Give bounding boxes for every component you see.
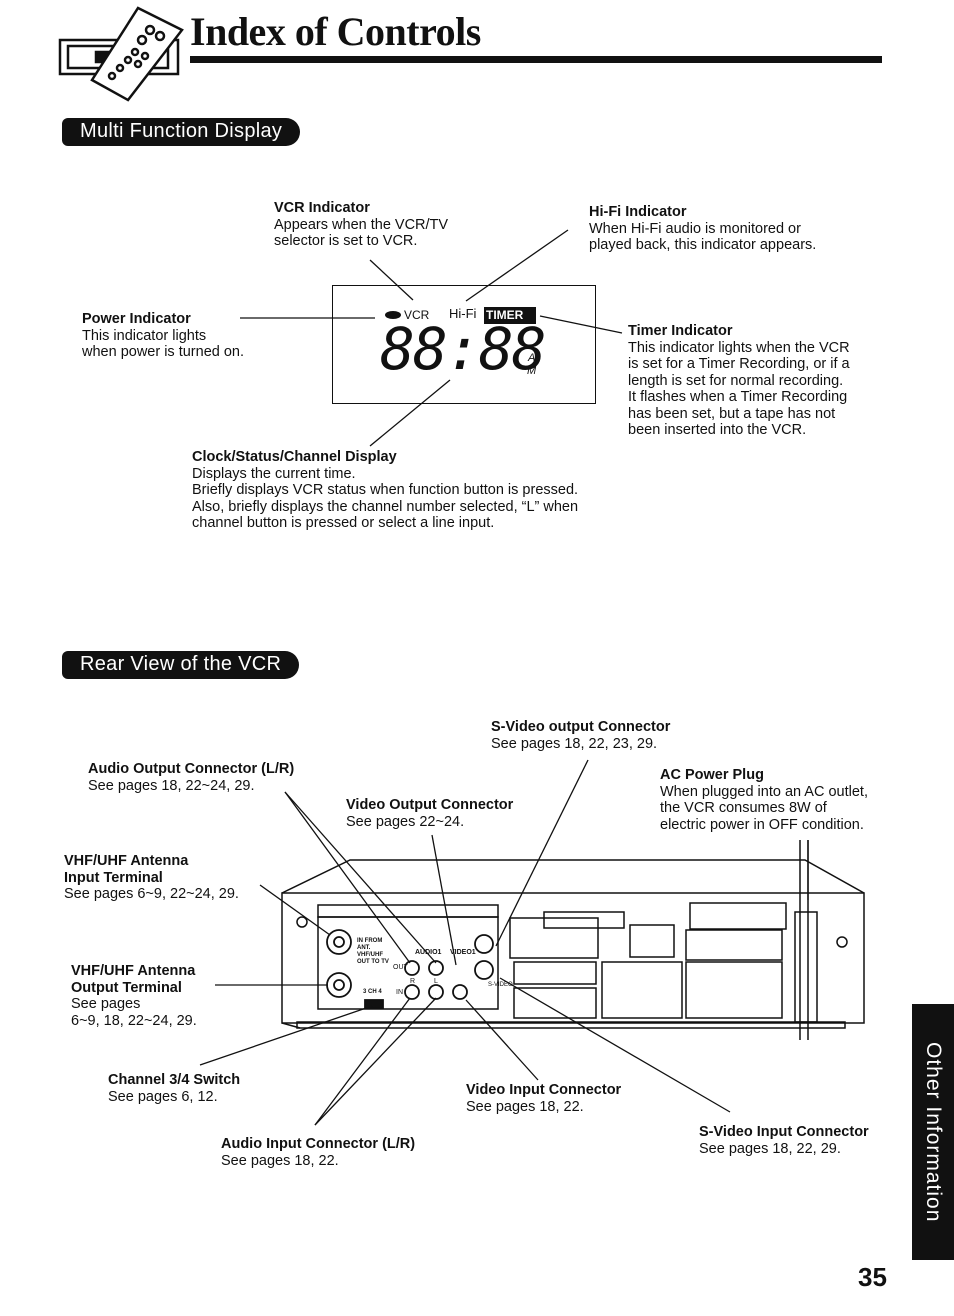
- label-line: when power is turned on.: [82, 344, 245, 360]
- label-title: Input Terminal: [64, 869, 163, 886]
- label-line: played back, this indicator appears.: [589, 237, 817, 253]
- label-line: See pages 18, 22~24, 29.: [88, 777, 255, 794]
- label-title: VHF/UHF Antenna: [64, 853, 189, 869]
- label-line: This indicator lights when the VCR: [628, 339, 850, 356]
- label-title: Channel 3/4 Switch: [108, 1072, 241, 1088]
- label-svideo-in: S-Video Input Connector See pages 18, 22…: [699, 1124, 869, 1157]
- lcd-pm: M: [527, 365, 537, 377]
- panel-ch-text: 3 CH 4: [363, 989, 382, 995]
- label-channel-switch: Channel 3/4 Switch See pages 6, 12.: [108, 1072, 240, 1105]
- remote-control-icon: [58, 6, 184, 102]
- label-line: length is set for normal recording.: [628, 372, 844, 389]
- label-audio-in: Audio Input Connector (L/R) See pages 18…: [221, 1136, 415, 1169]
- label-video-in: Video Input Connector See pages 18, 22.: [466, 1082, 621, 1115]
- lcd-digits: 88:88: [380, 315, 547, 383]
- label-audio-out: Audio Output Connector (L/R) See pages 1…: [88, 761, 294, 794]
- label-line: See pages 22~24.: [346, 813, 465, 830]
- panel-l-text: L: [434, 978, 438, 985]
- label-line: See pages 18, 22, 29.: [699, 1140, 841, 1157]
- label-title: Video Output Connector: [346, 797, 514, 813]
- label-title: Audio Output Connector (L/R): [88, 761, 295, 777]
- section-heading-multi-function: Multi Function Display: [62, 118, 301, 146]
- label-line: is set for a Timer Recording, or if a: [628, 356, 850, 372]
- title-rule: [190, 56, 882, 63]
- lcd-vcr-text: VCR: [404, 308, 430, 322]
- panel-text: ANT.: [357, 945, 371, 951]
- vcr-rear-body: [281, 840, 865, 1040]
- panel-svideo-text: S-VIDEO: [488, 982, 513, 988]
- page-title: Index of Controls: [190, 9, 481, 54]
- panel-out-text: OUT: [393, 964, 408, 971]
- label-line: been inserted into the VCR.: [628, 422, 807, 438]
- panel-r-text: R: [410, 978, 416, 985]
- label-line: See pages 18, 22.: [221, 1152, 339, 1169]
- label-title: Output Terminal: [71, 979, 182, 996]
- label-vcr-indicator: VCR Indicator Appears when the VCR/TV se…: [274, 200, 448, 250]
- label-line: has been set, but a tape has not: [628, 405, 836, 422]
- display-leader-lines: [240, 229, 623, 447]
- side-tab: Other Information: [912, 1004, 954, 1260]
- panel-video-text: VIDEO1: [450, 949, 476, 956]
- lcd-hifi-text: Hi-Fi: [449, 306, 477, 321]
- label-line: It flashes when a Timer Recording: [628, 389, 848, 405]
- label-line: See pages: [71, 996, 141, 1012]
- label-title: Timer Indicator: [628, 323, 733, 339]
- side-tab-label: Other Information: [922, 1041, 945, 1223]
- label-line: See pages 6~9, 22~24, 29.: [64, 886, 239, 902]
- panel-text: VHF/UHF: [357, 952, 383, 958]
- page-number: 35: [858, 1262, 887, 1292]
- section-heading-rear-view: Rear View of the VCR: [62, 651, 300, 679]
- lcd-am: A: [528, 352, 536, 364]
- label-antenna-in: VHF/UHF Antenna Input Terminal See pages…: [64, 853, 239, 903]
- lcd-timer-text: TIMER: [486, 308, 524, 322]
- label-title: Video Input Connector: [466, 1082, 622, 1098]
- label-power-indicator: Power Indicator This indicator lights wh…: [82, 311, 244, 361]
- label-line: This indicator lights: [82, 327, 207, 344]
- label-title: VHF/UHF Antenna: [71, 963, 196, 979]
- rear-leader-lines: [199, 759, 809, 1126]
- label-clock-display: Clock/Status/Channel Display Displays th…: [192, 449, 578, 532]
- label-title: Clock/Status/Channel Display: [192, 449, 397, 465]
- panel-text: IN FROM: [357, 938, 383, 944]
- label-line: electric power in OFF condition.: [660, 816, 864, 833]
- panel-in-text: IN: [396, 989, 403, 996]
- label-title: Audio Input Connector (L/R): [221, 1136, 416, 1152]
- label-line: selector is set to VCR.: [274, 233, 418, 249]
- lcd-display: [332, 285, 596, 404]
- panel-antenna-text: IN FROM ANT. VHF/UHF OUT TO TV: [357, 938, 389, 966]
- label-title: AC Power Plug: [660, 767, 764, 783]
- lcd-display-graphic: [385, 307, 536, 324]
- label-line: 6~9, 18, 22~24, 29.: [71, 1012, 197, 1029]
- label-line: Briefly displays VCR status when functio…: [192, 482, 579, 498]
- label-title: Hi-Fi Indicator: [589, 204, 687, 220]
- label-video-out: Video Output Connector See pages 22~24.: [346, 797, 513, 830]
- label-svideo-out: S-Video output Connector See pages 18, 2…: [491, 719, 670, 752]
- label-line: Displays the current time.: [192, 465, 356, 482]
- label-antenna-out: VHF/UHF Antenna Output Terminal See page…: [71, 963, 197, 1029]
- rear-jacks: [326, 929, 494, 1009]
- label-line: Appears when the VCR/TV: [274, 216, 449, 233]
- label-line: the VCR consumes 8W of: [660, 800, 827, 816]
- label-ac-plug: AC Power Plug When plugged into an AC ou…: [660, 767, 868, 833]
- label-line: See pages 18, 22.: [466, 1098, 584, 1115]
- label-line: When plugged into an AC outlet,: [660, 783, 868, 800]
- label-title: VCR Indicator: [274, 200, 370, 216]
- label-line: Also, briefly displays the channel numbe…: [192, 498, 579, 515]
- label-timer-indicator: Timer Indicator This indicator lights wh…: [628, 323, 850, 439]
- label-title: Power Indicator: [82, 311, 191, 327]
- panel-audio-text: AUDIO1: [415, 949, 442, 956]
- label-hifi-indicator: Hi-Fi Indicator When Hi-Fi audio is moni…: [589, 204, 816, 254]
- label-line: channel button is pressed or select a li…: [192, 515, 495, 531]
- power-dot-icon: [385, 311, 401, 319]
- label-line: See pages 18, 22, 23, 29.: [491, 735, 658, 752]
- label-line: When Hi-Fi audio is monitored or: [589, 220, 801, 237]
- panel-text: OUT TO TV: [357, 959, 389, 965]
- label-line: See pages 6, 12.: [108, 1088, 218, 1105]
- label-title: S-Video output Connector: [491, 719, 671, 735]
- label-title: S-Video Input Connector: [699, 1124, 869, 1140]
